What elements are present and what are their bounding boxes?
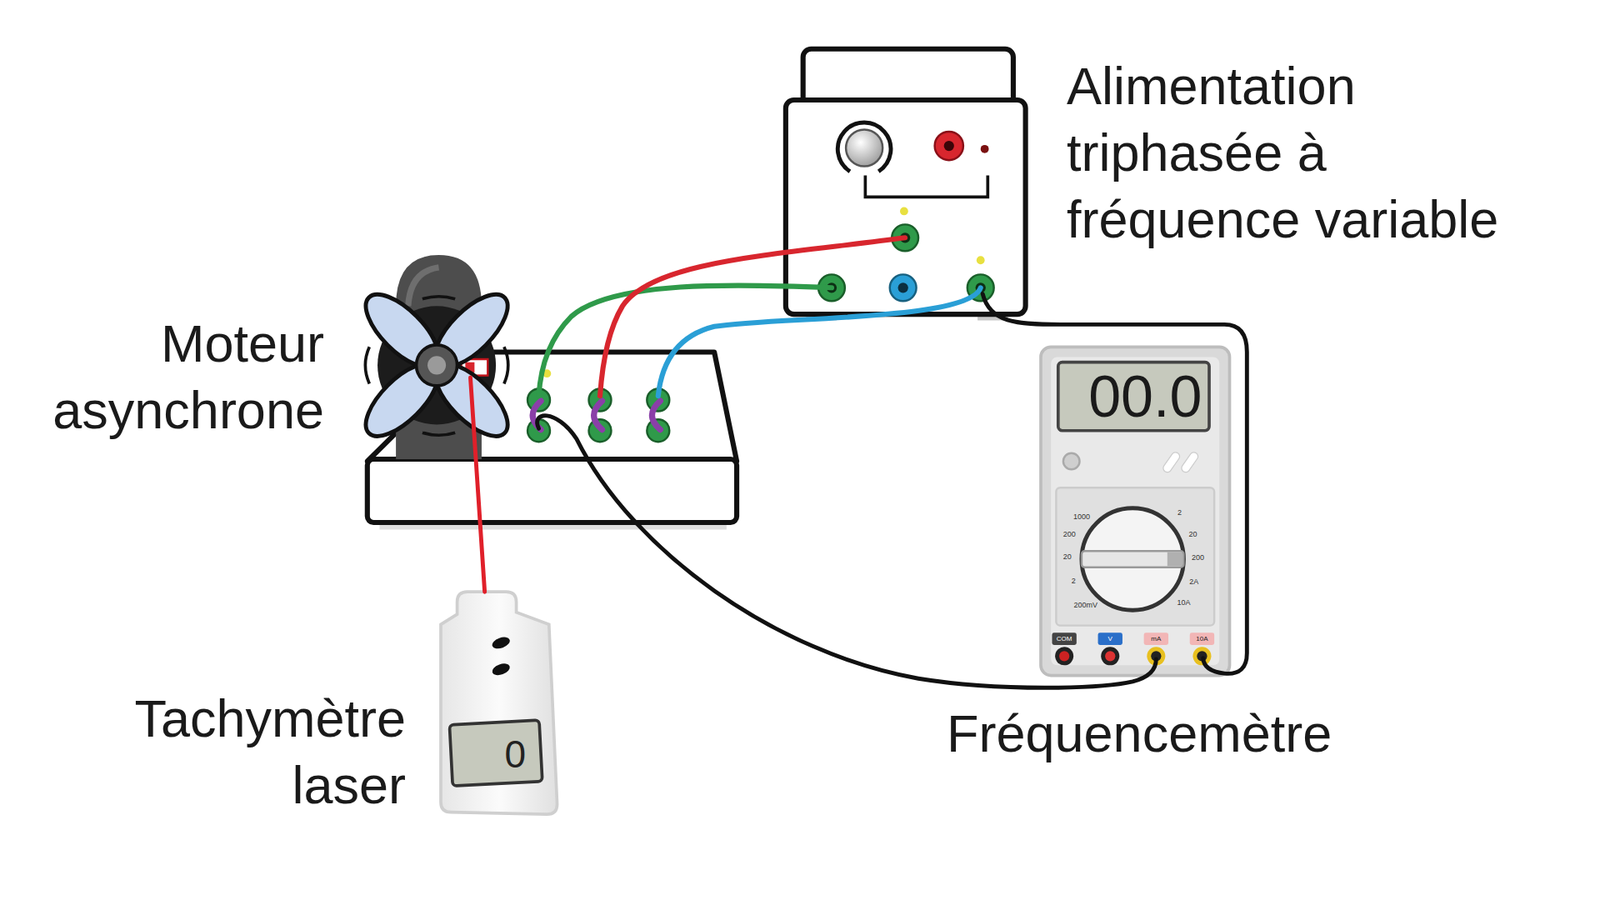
device-label: Alimentation triphasée à fréquence varia… xyxy=(1066,52,1563,253)
display-reading: 00.0 xyxy=(1088,365,1202,430)
dial-scale-label: 200 xyxy=(1063,530,1076,540)
frequency-meter xyxy=(1040,346,1230,675)
terminal-label: COM xyxy=(1056,635,1073,643)
display-reading: 0 xyxy=(505,733,527,776)
power-supply xyxy=(785,49,1026,321)
laser-tachometer xyxy=(440,591,558,815)
dial-scale-label: 10A xyxy=(1176,599,1190,608)
dial-scale-label: 200mV xyxy=(1074,601,1099,610)
dial-scale-label: 1000 xyxy=(1073,513,1090,522)
dial-scale-label: 20 xyxy=(1188,530,1197,540)
dial-scale-label: 200 xyxy=(1191,554,1205,563)
device-label: Tachymètre laser xyxy=(122,685,406,819)
dial-scale-label: 2 xyxy=(1177,509,1182,518)
terminal-label: 10A xyxy=(1195,635,1208,643)
dial-scale-label: 2A xyxy=(1189,578,1199,587)
terminal-label: mA xyxy=(1150,635,1161,643)
device-label: Moteur asynchrone xyxy=(40,310,325,444)
dial-scale-label: 2 xyxy=(1071,577,1076,586)
wires xyxy=(470,237,1247,688)
device-label: Fréquencemètre xyxy=(946,700,1464,767)
terminal-label: V xyxy=(1108,635,1113,643)
dial-scale-label: 20 xyxy=(1063,553,1072,562)
asynchronous-motor xyxy=(354,255,737,530)
